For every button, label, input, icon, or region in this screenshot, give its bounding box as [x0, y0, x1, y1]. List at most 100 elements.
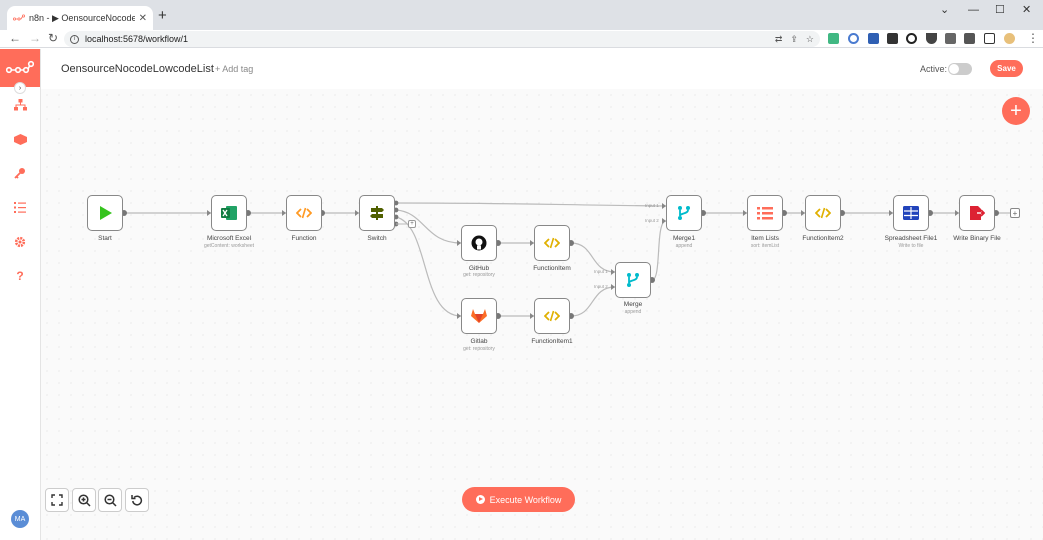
extension-pen-icon[interactable] — [868, 33, 879, 44]
workflow-name[interactable]: OensourceNocodeLowcodeList — [61, 63, 214, 75]
github-icon — [471, 235, 487, 251]
sidebar-item-credentials[interactable] — [12, 165, 28, 181]
node-merge1-label: Merge1 — [672, 235, 696, 242]
merge-input2-label: Input 2 — [594, 284, 608, 289]
node-itemlists-label: Item Lists — [751, 235, 779, 242]
merge-input1-label: Input 1 — [594, 269, 608, 274]
browser-tabbar: n8n - ▶ OensourceNocodeLowc ✕ + ⌄ — ☐ ✕ — [0, 0, 1043, 30]
toggle-knob — [949, 64, 959, 74]
tab-title: n8n - ▶ OensourceNocodeLowc — [29, 12, 135, 23]
node-merge1[interactable] — [666, 195, 702, 231]
node-functionitem2[interactable] — [805, 195, 841, 231]
add-node-button[interactable]: + — [1002, 97, 1030, 125]
node-itemlists-sub: sort: itemList — [750, 243, 780, 249]
node-gitlab-label: Gitlab — [470, 338, 488, 345]
node-excel-label: Microsoft Excel — [206, 235, 252, 242]
node-merge[interactable] — [615, 262, 651, 298]
save-button[interactable]: Save — [990, 60, 1023, 77]
node-writebinary[interactable] — [959, 195, 995, 231]
forward-icon[interactable]: → — [29, 31, 41, 45]
n8n-logo-icon — [6, 60, 34, 74]
active-toggle[interactable] — [948, 63, 972, 75]
translate-icon[interactable]: ⇄ — [774, 33, 783, 44]
node-functionitem1-label: FunctionItem1 — [531, 338, 573, 345]
node-excel[interactable] — [211, 195, 247, 231]
signpost-icon — [370, 206, 384, 220]
share-icon[interactable]: ⇪ — [790, 33, 798, 44]
node-excel-sub: getContent: worksheet — [203, 243, 255, 249]
sidebar-item-settings[interactable] — [12, 234, 28, 250]
node-start[interactable] — [87, 195, 123, 231]
filter-extension-icon[interactable] — [926, 33, 937, 44]
reload-icon[interactable]: ↻ — [48, 31, 59, 45]
maximize-icon[interactable]: ☐ — [995, 4, 1005, 16]
extension-circle-icon[interactable] — [848, 33, 859, 44]
code-icon — [296, 207, 312, 219]
node-function-label: Function — [291, 235, 317, 242]
node-functionitem2-label: FunctionItem2 — [802, 235, 844, 242]
window-close-icon[interactable]: ✕ — [1022, 4, 1032, 16]
code-icon — [544, 237, 560, 249]
sidebar-item-help[interactable]: ? — [12, 268, 28, 284]
url-text: localhost:5678/workflow/1 — [85, 34, 189, 44]
minimize-icon[interactable]: — — [968, 4, 979, 16]
url-field[interactable]: i localhost:5678/workflow/1 ⇄ ⇪ ☆ — [64, 31, 820, 47]
switch-add-node-button[interactable]: + — [408, 220, 416, 228]
fullscreen-icon — [51, 494, 63, 506]
node-spreadsheet[interactable] — [893, 195, 929, 231]
node-switch[interactable] — [359, 195, 395, 231]
node-spreadsheet-sub: Write to file — [898, 243, 924, 249]
gear-icon — [14, 236, 26, 248]
node-itemlists[interactable] — [747, 195, 783, 231]
block-extension-icon[interactable] — [906, 33, 917, 44]
add-tag-button[interactable]: + Add tag — [215, 64, 254, 74]
add-node-after-button[interactable]: + — [1010, 208, 1020, 218]
browser-tab[interactable]: n8n - ▶ OensourceNocodeLowc ✕ — [7, 6, 153, 30]
sidebar-item-executions[interactable] — [12, 199, 28, 215]
node-start-label: Start — [98, 235, 112, 242]
new-tab-button[interactable]: + — [158, 7, 167, 24]
node-gitlab[interactable] — [461, 298, 497, 334]
equalizer-extension-icon[interactable] — [945, 33, 956, 44]
node-writebinary-label: Write Binary File — [953, 235, 1001, 242]
puzzle-extensions-icon[interactable] — [964, 33, 975, 44]
zoom-in-button[interactable] — [72, 488, 96, 512]
bookmark-star-icon[interactable]: ☆ — [805, 33, 814, 44]
tab-close-icon[interactable]: ✕ — [138, 12, 147, 24]
reset-zoom-button[interactable] — [125, 488, 149, 512]
node-function[interactable] — [286, 195, 322, 231]
execute-workflow-button[interactable]: Execute Workflow — [462, 487, 575, 512]
profile-avatar-icon[interactable] — [1004, 33, 1015, 44]
zoom-out-button[interactable] — [98, 488, 122, 512]
node-functionitem[interactable] — [534, 225, 570, 261]
execute-workflow-label: Execute Workflow — [489, 494, 562, 505]
sidebar-expand-button[interactable]: › — [14, 82, 26, 94]
tab-search-icon[interactable]: ⌄ — [940, 4, 950, 16]
list-icon — [757, 206, 773, 219]
node-github[interactable] — [461, 225, 497, 261]
n8n-favicon-icon — [13, 14, 25, 21]
site-info-icon[interactable]: i — [70, 34, 79, 44]
user-avatar[interactable]: MA — [11, 510, 29, 528]
zoom-in-icon — [77, 493, 91, 507]
address-bar: ← → ↻ i localhost:5678/workflow/1 ⇄ ⇪ ☆ … — [0, 30, 1043, 48]
zoom-out-icon — [103, 493, 117, 507]
n8n-logo[interactable] — [0, 49, 40, 87]
node-functionitem-label: FunctionItem — [533, 265, 571, 272]
zoom-to-fit-button[interactable] — [45, 488, 69, 512]
sidebar-item-templates[interactable] — [12, 131, 28, 147]
code-icon — [815, 207, 831, 219]
sidebar-item-workflows[interactable] — [12, 97, 28, 113]
node-merge-label: Merge — [623, 301, 643, 308]
merge-icon — [678, 206, 690, 220]
browser-menu-icon[interactable]: ⋮ — [1027, 31, 1039, 45]
qr-extension-icon[interactable] — [887, 33, 898, 44]
node-merge1-sub: append — [675, 243, 693, 249]
sidebar: › ? MA — [0, 49, 41, 540]
workflow-header: OensourceNocodeLowcodeList + Add tag Act… — [41, 49, 1043, 89]
back-icon[interactable]: ← — [9, 31, 21, 45]
side-panel-icon[interactable] — [984, 33, 995, 44]
node-functionitem1[interactable] — [534, 298, 570, 334]
table-icon — [903, 206, 919, 220]
vue-extension-icon[interactable] — [828, 33, 839, 44]
